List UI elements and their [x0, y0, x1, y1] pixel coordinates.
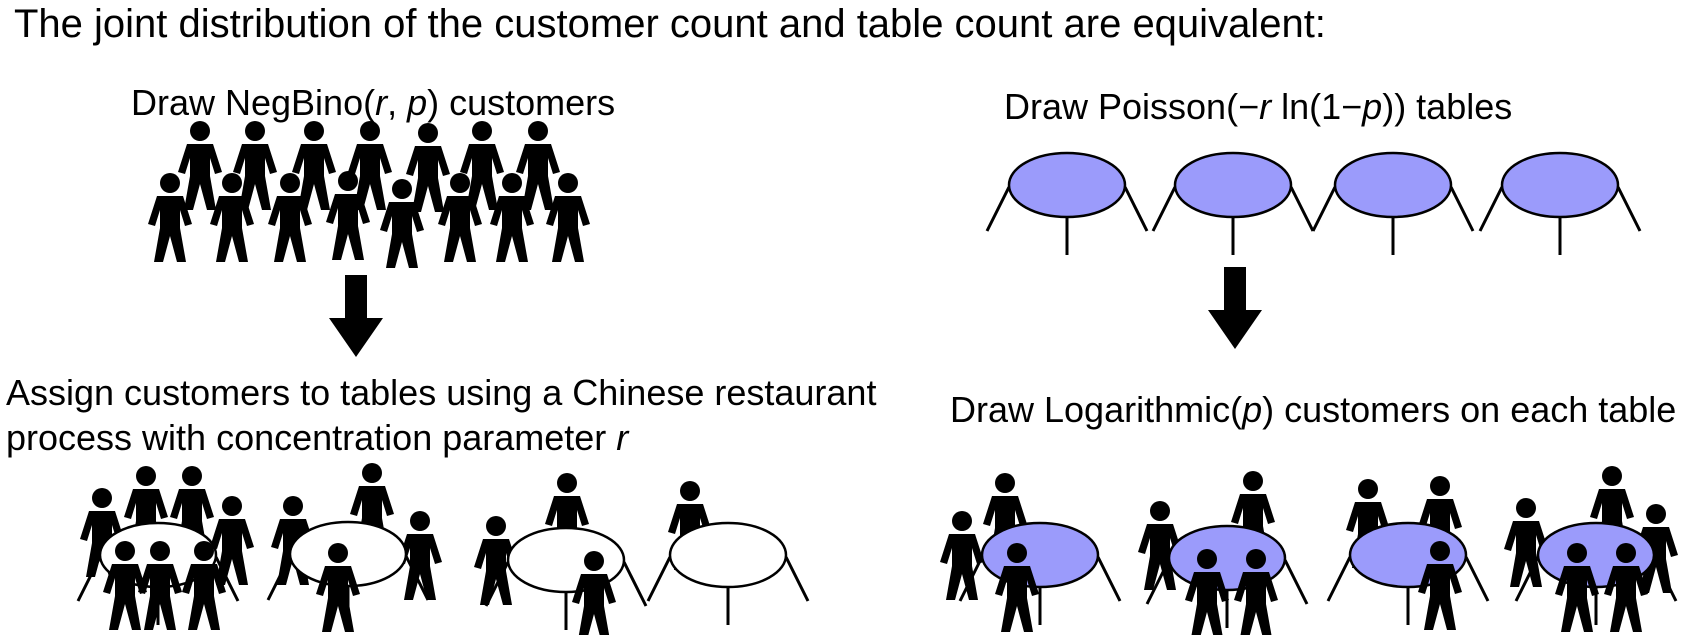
crp-label: Assign customers to tables using a Chine… [6, 372, 877, 458]
table-icon [646, 521, 810, 627]
poisson-label: Draw Poisson(−r ln(1−p)) tables [1004, 86, 1513, 127]
table-icon [958, 521, 1122, 627]
table-icon [1326, 521, 1490, 627]
customer-crowd [148, 121, 590, 268]
negbino-label: Draw NegBino(r, p) customers [131, 82, 616, 123]
person-icon [178, 121, 222, 210]
person-icon [406, 123, 450, 212]
logarithmic-label: Draw Logarithmic(p) customers on each ta… [950, 389, 1677, 430]
table-icon [1478, 151, 1642, 257]
diagram-title: The joint distribution of the customer c… [14, 2, 1326, 46]
crp-seating [76, 463, 810, 635]
down-arrow-icon [329, 275, 383, 357]
table-icon [985, 151, 1149, 257]
poisson-tables [985, 151, 1642, 257]
table-icon [1311, 151, 1475, 257]
person-icon [940, 511, 984, 600]
person-icon [546, 173, 590, 262]
table-icon [1151, 151, 1315, 257]
down-arrow-icon [1208, 267, 1262, 349]
person-icon [148, 173, 192, 262]
logarithmic-seating [940, 466, 1678, 635]
